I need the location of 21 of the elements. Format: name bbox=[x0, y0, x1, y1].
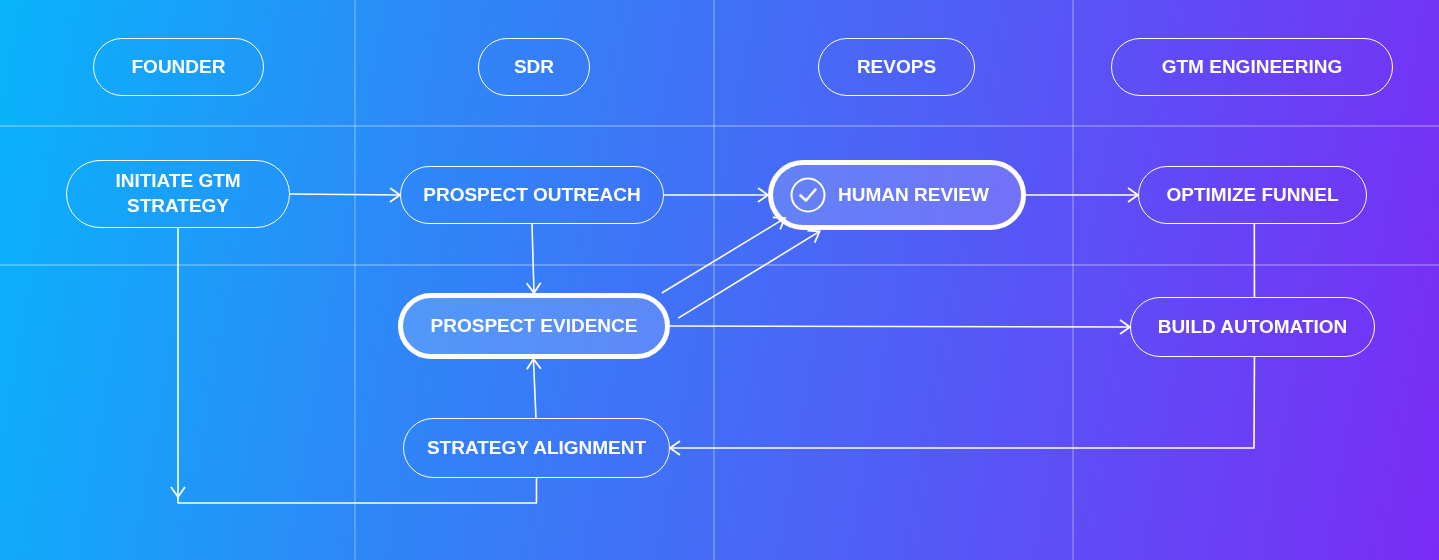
node-label: GTM ENGINEERING bbox=[1161, 54, 1343, 79]
connector-arrow bbox=[663, 187, 769, 203]
node-label: FOUNDER bbox=[131, 54, 226, 79]
connector-arrow bbox=[289, 187, 401, 203]
node-label: SDR bbox=[513, 54, 555, 79]
node-label: INITIATE GTM STRATEGY bbox=[114, 169, 242, 218]
connector-arrow bbox=[1025, 187, 1139, 203]
node-label: BUILD AUTOMATION bbox=[1157, 314, 1348, 339]
node-label: STRATEGY ALIGNMENT bbox=[426, 435, 647, 460]
connector-arrow bbox=[677, 229, 821, 319]
node-label: REVOPS bbox=[856, 54, 937, 79]
connector-arrow bbox=[669, 319, 1131, 335]
connector-arrow bbox=[526, 358, 542, 419]
connector-arrow bbox=[661, 216, 786, 294]
node-label: PROSPECT OUTREACH bbox=[423, 182, 641, 207]
connector-arrow bbox=[669, 356, 1256, 456]
node-label: PROSPECT EVIDENCE bbox=[430, 313, 638, 338]
node-label: HUMAN REVIEW bbox=[838, 182, 989, 207]
node-label: OPTIMIZE FUNNEL bbox=[1166, 182, 1339, 207]
connector-arrow bbox=[525, 223, 542, 294]
process-pill bbox=[768, 160, 1026, 230]
